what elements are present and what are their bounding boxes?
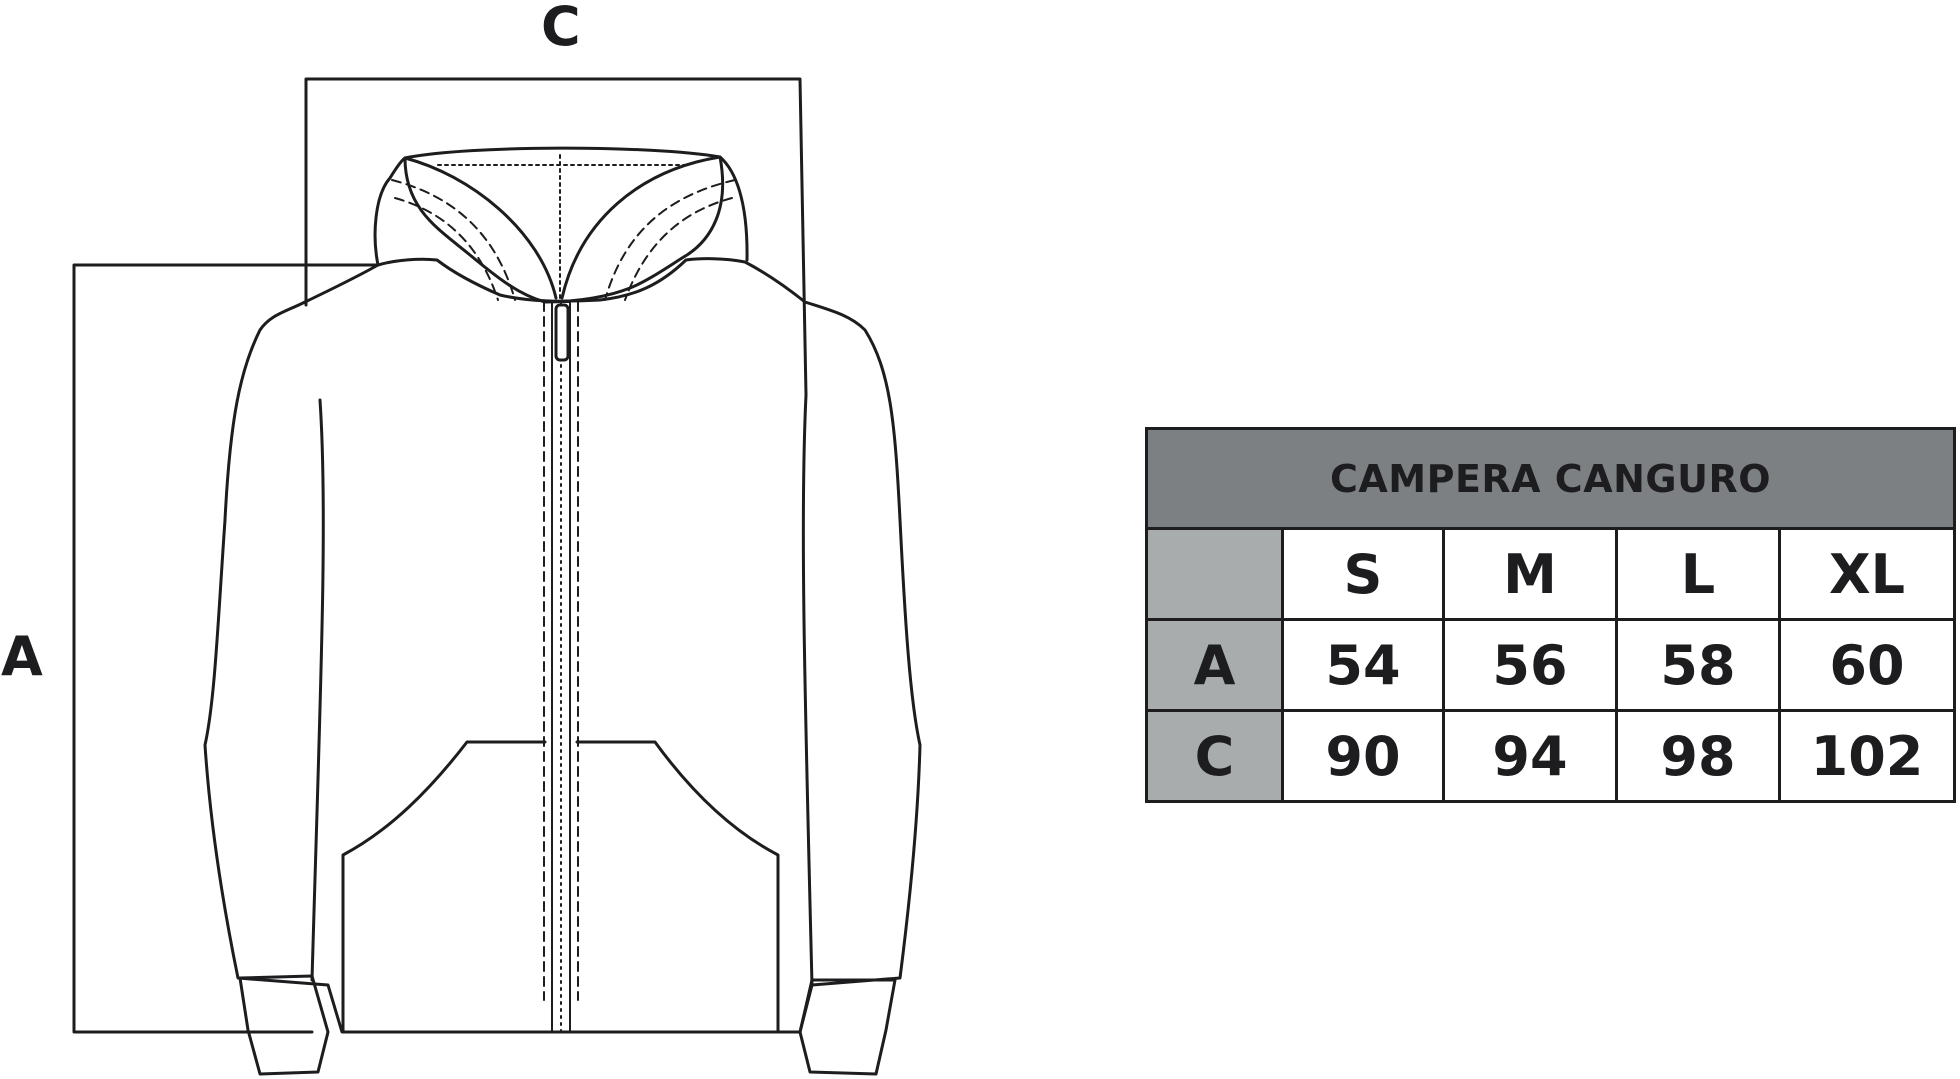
cell-a-xl: 60: [1778, 618, 1956, 712]
row-label-c: C: [1145, 709, 1284, 803]
cell-a-l: 58: [1615, 618, 1781, 712]
hood-stitch-right: [604, 179, 736, 301]
left-cuff: [238, 974, 330, 1076]
length-dimension-label: A: [1, 625, 43, 688]
pocket: [341, 740, 780, 1034]
hood-outline: [373, 146, 749, 267]
corner-cell: [1145, 527, 1284, 621]
hood-center-seam: [437, 154, 691, 301]
left-sleeve-seam: [310, 398, 325, 982]
size-table: CAMPERA CANGURO S M L XL A 54 56 58 60 C…: [1145, 427, 1956, 803]
size-header-row: S M L XL: [1145, 527, 1956, 621]
hood-stitch-left: [391, 179, 516, 301]
cell-c-m: 94: [1442, 709, 1618, 803]
table-row: A 54 56 58 60: [1145, 618, 1956, 712]
measure-frame-a: [72, 263, 380, 1034]
hood-inner-left: [403, 156, 558, 300]
size-header-s: S: [1281, 527, 1445, 621]
cell-a-s: 54: [1281, 618, 1445, 712]
zipper-pull: [554, 303, 570, 362]
cell-c-l: 98: [1615, 709, 1781, 803]
size-header-xl: XL: [1778, 527, 1956, 621]
size-header-m: M: [1442, 527, 1618, 621]
width-dimension-label: C: [541, 0, 581, 58]
cell-c-xl: 102: [1778, 709, 1956, 803]
right-sleeve-seam: [801, 393, 814, 987]
size-header-l: L: [1615, 527, 1781, 621]
hood-inner-right: [560, 155, 722, 300]
cell-a-m: 56: [1442, 618, 1618, 712]
hood-stitch-right-2: [624, 197, 733, 301]
hood-stitch-left-2: [394, 197, 499, 301]
body-outline: [203, 257, 922, 1034]
right-cuff: [798, 978, 897, 1076]
row-label-a: A: [1145, 618, 1284, 712]
size-table-title: CAMPERA CANGURO: [1145, 427, 1956, 530]
cell-c-s: 90: [1281, 709, 1445, 803]
table-row: C 90 94 98 102: [1145, 709, 1956, 803]
measure-frame-c: [304, 77, 808, 397]
